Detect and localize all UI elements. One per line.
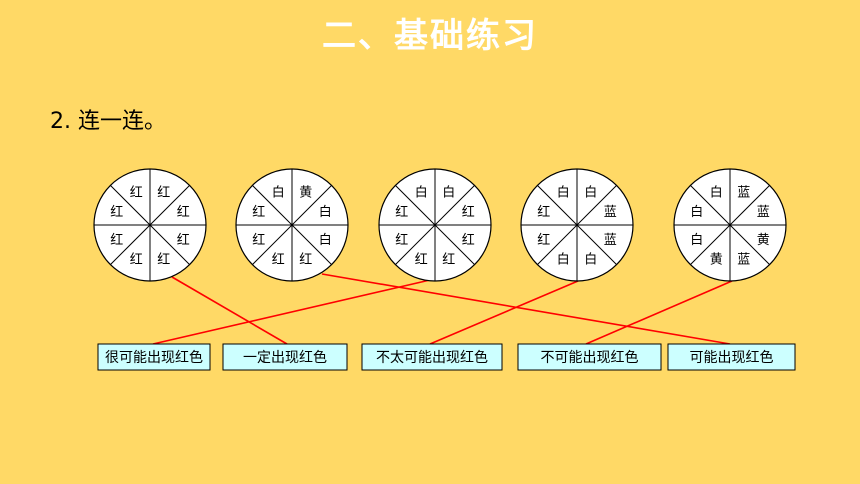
sector-label: 蓝 [737,252,750,267]
option-box-2[interactable]: 一定出现红色 [222,343,348,371]
sector-label: 白 [415,185,428,201]
connection-line-5 [585,280,733,345]
option-label: 很可能出现红色 [105,349,203,366]
sector-label: 红 [395,232,408,248]
sector-label: 红 [462,204,475,220]
sector-label: 红 [157,251,170,267]
connection-line-2 [321,273,731,345]
sector-label: 红 [110,204,123,220]
sector-label: 红 [299,251,312,267]
sector-divider [252,185,332,265]
sector-label: 蓝 [757,205,770,220]
connection-line-3 [152,279,431,345]
option-box-5[interactable]: 可能出现红色 [667,343,796,371]
sector-label: 红 [177,204,190,220]
sector-label: 红 [272,251,285,267]
sector-label: 红 [252,204,265,220]
option-box-3[interactable]: 不太可能出现红色 [361,343,503,371]
sector-label: 红 [415,251,428,267]
sector-label: 黄 [710,252,723,267]
sector-label: 红 [157,185,170,201]
spinner-wheels: 红红红红红红红红白黄白白红红红红白白红红红红红红白白蓝蓝白白红红白蓝蓝黄蓝黄白白 [93,168,787,282]
sector-label: 白 [690,204,703,220]
spinner-wheel-2: 白黄白白红红红红 [235,168,349,282]
option-box-frame [97,343,211,371]
spinner-wheel-3: 白白红红红红红红 [378,168,492,282]
question-prompt: 2. 连一连。 [50,109,166,134]
option-label: 一定出现红色 [243,349,327,366]
option-label: 不太可能出现红色 [376,349,488,366]
sector-label: 红 [462,232,475,248]
sector-label: 红 [130,185,143,201]
option-boxes: 很可能出现红色 一定出现红色 不太可能出现红色 不可能出现红色 可能出现红色 [97,343,796,371]
connection-line-1 [171,276,288,345]
option-box-4[interactable]: 不可能出现红色 [517,343,662,371]
sector-label: 白 [442,185,455,201]
sector-label: 白 [690,232,703,248]
sector-label: 白 [272,185,285,201]
option-label: 可能出现红色 [690,349,774,366]
sector-divider [395,185,475,265]
sector-label: 红 [442,251,455,267]
sector-label: 红 [537,204,550,220]
option-box-1[interactable]: 很可能出现红色 [97,343,211,371]
option-box-frame [361,343,503,371]
sector-label: 红 [130,251,143,267]
sector-label: 白 [319,204,332,220]
sector-divider [537,185,617,265]
sector-label: 蓝 [604,233,617,248]
sector-divider [110,185,190,265]
sector-divider [690,185,770,265]
sector-label: 蓝 [604,205,617,220]
sector-label: 红 [177,232,190,248]
spinner-wheel-4: 白白蓝蓝白白红红 [520,168,634,282]
sector-label: 白 [710,185,723,201]
option-box-frame [517,343,662,371]
sector-label: 白 [584,251,597,267]
sector-label: 蓝 [737,186,750,201]
sector-label: 红 [537,232,550,248]
option-box-frame [222,343,348,371]
connection-lines [152,273,733,345]
option-box-frame [667,343,796,371]
sector-label: 白 [584,185,597,201]
sector-label: 红 [110,232,123,248]
spinner-wheel-1: 红红红红红红红红 [93,168,207,282]
page-title: 二、基础练习 [322,16,538,56]
sector-label: 白 [557,251,570,267]
connection-line-4 [429,280,579,345]
sector-label: 黄 [299,186,312,201]
sector-label: 白 [557,185,570,201]
sector-label: 红 [252,232,265,248]
sector-label: 红 [395,204,408,220]
spinner-wheel-5: 白蓝蓝黄蓝黄白白 [673,168,787,282]
option-label: 不可能出现红色 [541,349,639,366]
sector-label: 白 [319,232,332,248]
sector-label: 黄 [757,233,770,248]
